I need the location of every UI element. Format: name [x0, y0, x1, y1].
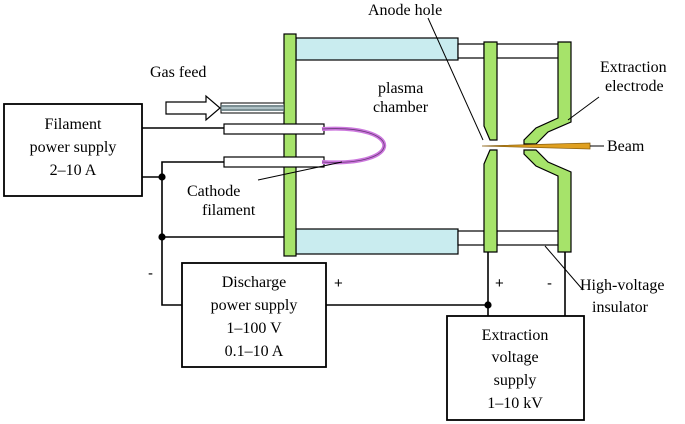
back-plate-electrode: [283, 33, 297, 257]
extraction-supply-label-line4: 1–10 kV: [487, 395, 543, 412]
filament-lead-bottom: [223, 156, 325, 168]
discharge-plus-sign: +: [334, 275, 343, 292]
discharge-supply-label-line4: 0.1–10 A: [225, 343, 284, 360]
extraction-electrode-pointer: [567, 96, 600, 121]
chamber-insulator-bottom: [295, 228, 459, 255]
wire-filament-bottom: [142, 161, 224, 178]
extraction-electrode-upper: [523, 41, 572, 145]
filament-supply-label-line1: Filament: [45, 116, 102, 133]
extraction-minus-sign: -: [547, 275, 552, 292]
discharge-supply-label-line1: Discharge: [222, 274, 287, 291]
hv-insulator-label-line2: insulator: [592, 299, 649, 316]
filament-supply-box: [3, 103, 143, 197]
hv-insulator-label-line1: High-voltage: [580, 277, 664, 294]
plasma-chamber-label-line2: chamber: [373, 99, 429, 116]
wire-cathode-ground: [161, 177, 182, 306]
hv-insulator-bottom: [496, 230, 560, 246]
cathode-filament-label-line1: Cathode: [187, 183, 240, 200]
extraction-supply-label-line2: voltage: [491, 349, 538, 366]
discharge-supply-label-line3: 1–100 V: [226, 320, 282, 337]
discharge-supply-label-line2: power supply: [211, 297, 298, 314]
junction-anode: [484, 301, 492, 309]
anode-electrode-upper: [483, 41, 498, 141]
junction-cathode-filament: [158, 173, 166, 181]
hv-insulator-top: [496, 43, 560, 59]
chamber-insulator-top: [295, 37, 459, 61]
extraction-plus-sign: +: [495, 275, 504, 292]
extraction-electrode-label-line1: Extraction: [600, 59, 667, 76]
gas-feed-arrow: [165, 94, 221, 122]
gas-feed-label: Gas feed: [150, 64, 206, 81]
discharge-supply-box: [181, 262, 327, 368]
extraction-supply-label-line3: supply: [494, 372, 537, 389]
cathode-filament-pointer: [257, 161, 343, 181]
filament-supply-label-line2: power supply: [30, 139, 117, 156]
anode-insulator-bottom: [457, 230, 485, 246]
junction-cathode-backplate: [158, 233, 166, 241]
cathode-filament-loop: [321, 126, 386, 165]
anode-electrode-lower: [483, 149, 498, 253]
anode-hole-label: Anode hole: [368, 2, 442, 19]
extraction-supply-box: [446, 315, 585, 421]
cathode-filament-label-line2: filament: [202, 202, 256, 219]
extraction-electrode-label-line2: electrode: [605, 78, 664, 95]
filament-supply-label-line3: 2–10 A: [50, 162, 97, 179]
plasma-chamber-label-line1: plasma: [378, 80, 423, 97]
extraction-supply-label-line1: Extraction: [482, 327, 549, 344]
anode-insulator-top: [457, 43, 485, 59]
discharge-minus-sign: -: [148, 265, 153, 282]
anode-hole-pointer: [427, 17, 484, 141]
beam-label: Beam: [607, 138, 645, 155]
filament-lead-top: [223, 123, 325, 135]
hv-insulator-pointer: [544, 245, 584, 291]
